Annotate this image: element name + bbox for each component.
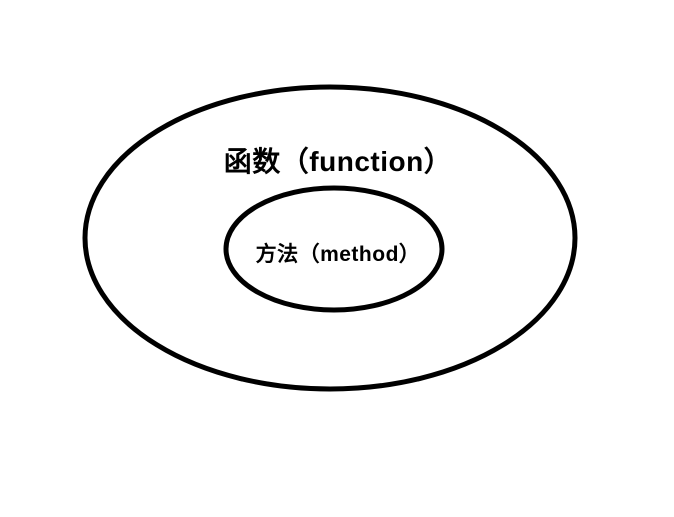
inner-ellipse xyxy=(223,185,445,313)
outer-ellipse xyxy=(82,84,578,392)
outer-set-label: 函数（function） xyxy=(223,146,453,177)
inner-set-label: 方法（method） xyxy=(255,243,421,266)
